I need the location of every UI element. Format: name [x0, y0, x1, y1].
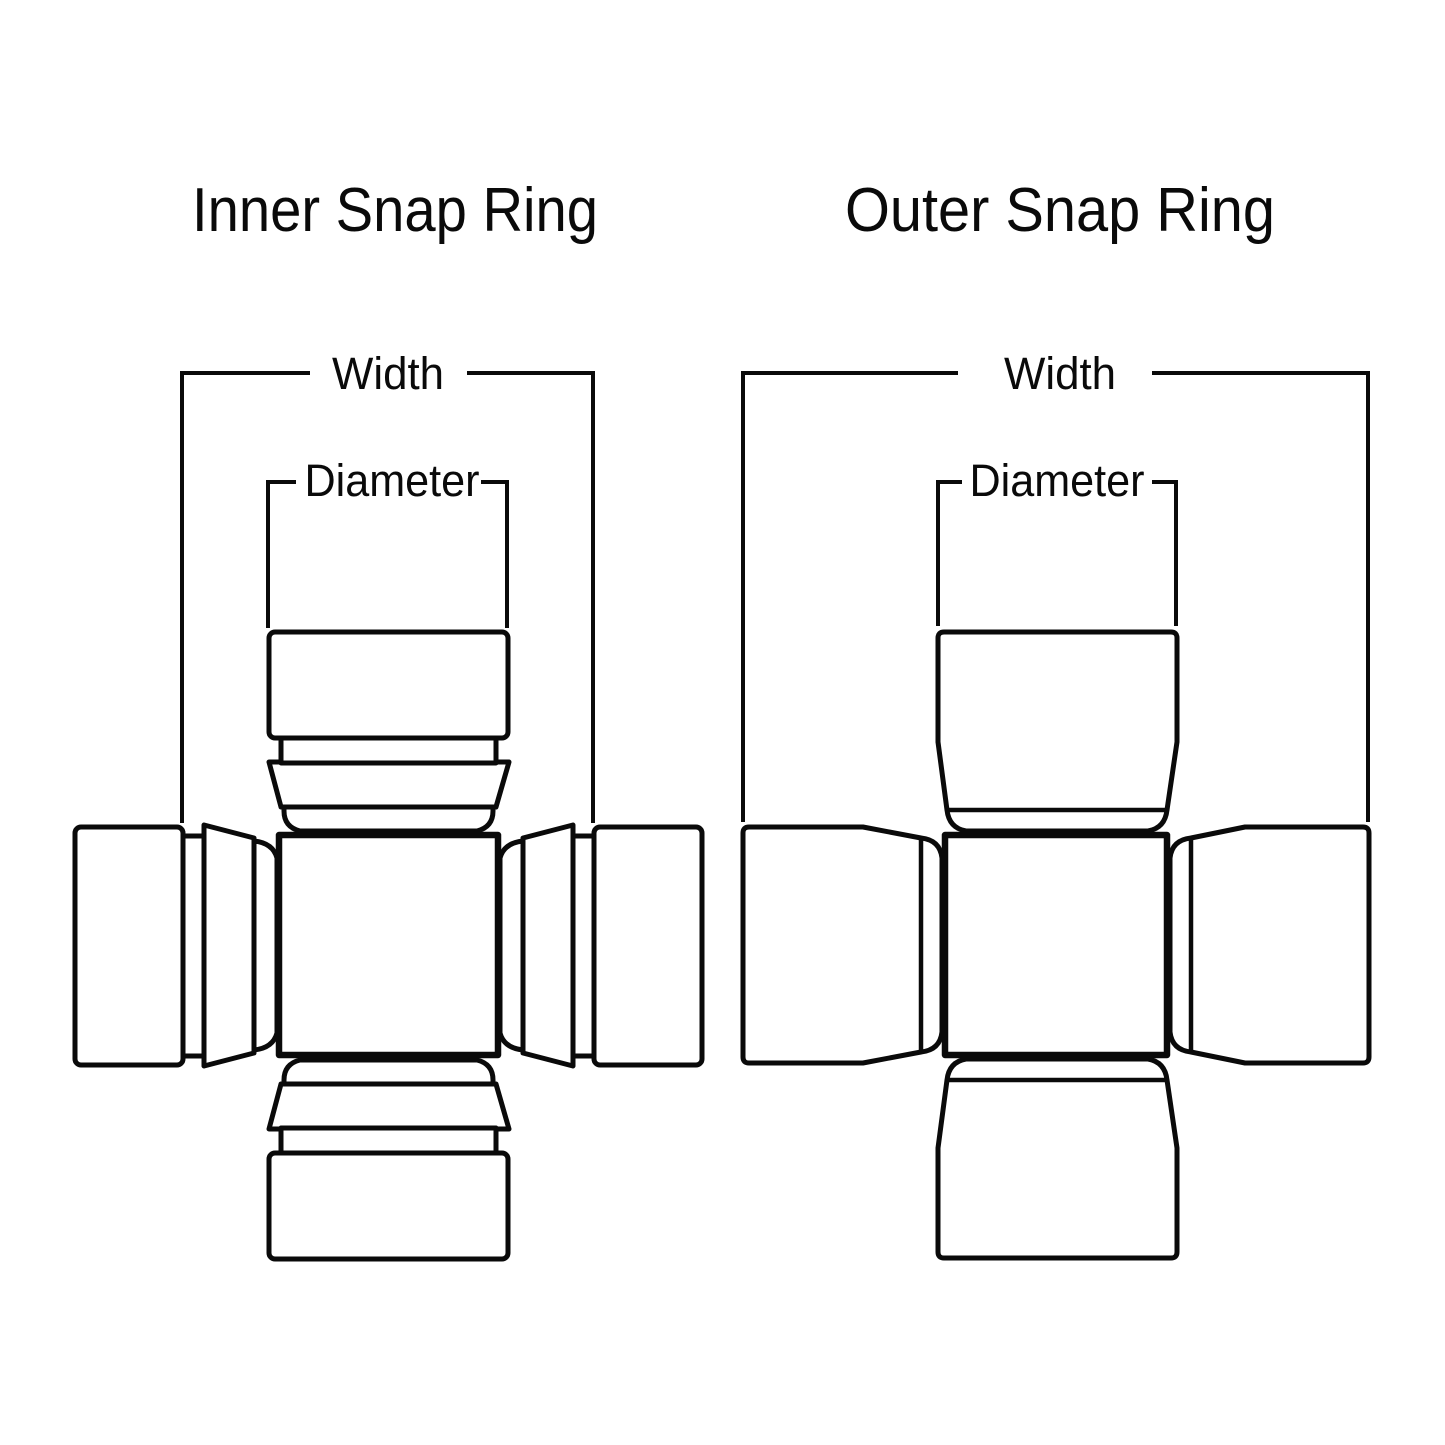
inner-width-bracket-right: [467, 371, 595, 823]
inner-right-arm: [497, 822, 705, 1069]
outer-left-bearing-cup: [740, 824, 945, 1066]
outer-bottom-arm: [935, 1056, 1180, 1261]
inner-bottom-bearing-cap: [266, 1150, 511, 1262]
outer-width-label: Width: [1004, 348, 1116, 399]
inner-diameter-label: Diameter: [305, 455, 480, 506]
inner-diameter-dimension: Diameter: [266, 455, 509, 628]
outer-top-bearing-cup: [935, 629, 1180, 834]
outer-diameter-bracket-left: [936, 480, 962, 626]
outer-left-arm: [740, 824, 945, 1066]
outer-center-body: [941, 831, 1171, 1059]
outer-diameter-bracket-right: [1152, 480, 1178, 626]
inner-bottom-arm: [266, 1057, 512, 1262]
outer-snap-ring-title: Outer Snap Ring: [845, 176, 1275, 245]
inner-right-seal: [520, 822, 576, 1069]
inner-diameter-bracket-left: [266, 480, 296, 628]
inner-right-bearing-cap: [591, 824, 705, 1068]
inner-top-groove-step: [278, 735, 499, 766]
inner-bottom-groove-step: [278, 1125, 499, 1156]
outer-right-arm: [1167, 824, 1372, 1066]
outer-top-arm: [935, 629, 1180, 834]
inner-bottom-seal: [266, 1081, 512, 1132]
inner-top-boot: [281, 803, 496, 834]
outer-ujoint-drawing: [740, 629, 1372, 1261]
inner-diameter-bracket-right: [481, 480, 509, 628]
inner-width-bracket-left: [180, 371, 310, 823]
inner-width-dimension: Width: [180, 348, 595, 823]
outer-snap-ring-diagram: Outer Snap Ring Width Diameter: [740, 176, 1372, 1261]
inner-left-groove-step: [180, 833, 207, 1059]
outer-bottom-bearing-cup: [935, 1056, 1180, 1261]
outer-diameter-dimension: Diameter: [936, 455, 1178, 626]
inner-center-body: [275, 831, 502, 1059]
outer-diameter-label: Diameter: [970, 455, 1145, 506]
inner-snap-ring-title: Inner Snap Ring: [192, 176, 598, 245]
inner-right-groove-step: [570, 833, 597, 1059]
inner-top-arm: [266, 629, 512, 834]
inner-left-bearing-cap: [72, 824, 186, 1068]
inner-ujoint-drawing: [72, 629, 705, 1262]
inner-right-boot: [497, 838, 526, 1053]
inner-left-seal: [201, 822, 257, 1069]
outer-width-dimension: Width: [741, 348, 1370, 822]
inner-left-boot: [251, 838, 280, 1053]
inner-width-label: Width: [332, 348, 444, 399]
inner-bottom-boot: [281, 1057, 496, 1088]
outer-right-bearing-cup: [1167, 824, 1372, 1066]
inner-top-seal: [266, 759, 512, 810]
outer-width-bracket-right: [1152, 371, 1370, 822]
inner-snap-ring-diagram: Inner Snap Ring Width Diameter: [72, 176, 705, 1262]
outer-width-bracket-left: [741, 371, 958, 822]
inner-top-bearing-cap: [266, 629, 511, 741]
inner-left-arm: [72, 822, 280, 1069]
